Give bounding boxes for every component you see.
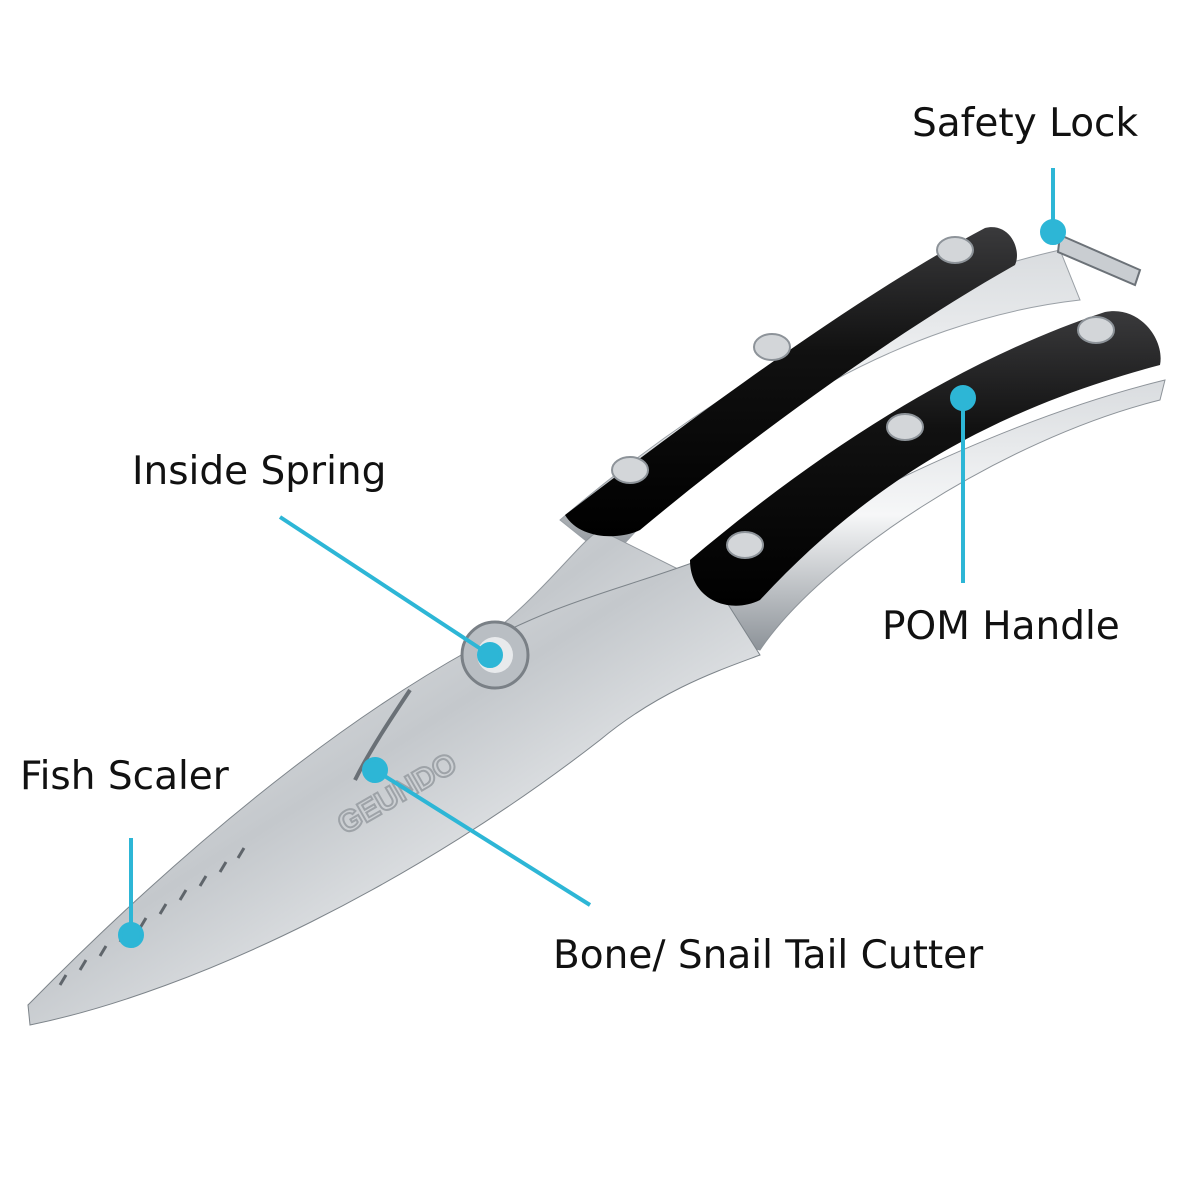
inside-spring-dot: [477, 642, 503, 668]
upper-pom-handle: [565, 227, 1017, 537]
label-bone-cutter: Bone/ Snail Tail Cutter: [553, 933, 984, 978]
handle-rivets: [611, 236, 1115, 559]
bone-cutter-leader: [373, 768, 592, 907]
inside-spring-leader: [278, 515, 492, 657]
label-fish-scaler: Fish Scaler: [20, 754, 229, 799]
label-inside-spring: Inside Spring: [132, 449, 387, 494]
label-pom-handle: POM Handle: [882, 604, 1120, 649]
safety-lock-dot: [1040, 219, 1066, 245]
safety-lock: [1056, 233, 1142, 287]
bone-cutter-dot: [362, 757, 388, 783]
callout-lines: [118, 168, 1066, 948]
lower-pom-handle: [690, 311, 1161, 606]
pom-handle-dot: [950, 385, 976, 411]
label-safety-lock: Safety Lock: [912, 101, 1139, 146]
fish-scaler-dot: [118, 922, 144, 948]
bone-cutter-notch: [353, 688, 412, 781]
